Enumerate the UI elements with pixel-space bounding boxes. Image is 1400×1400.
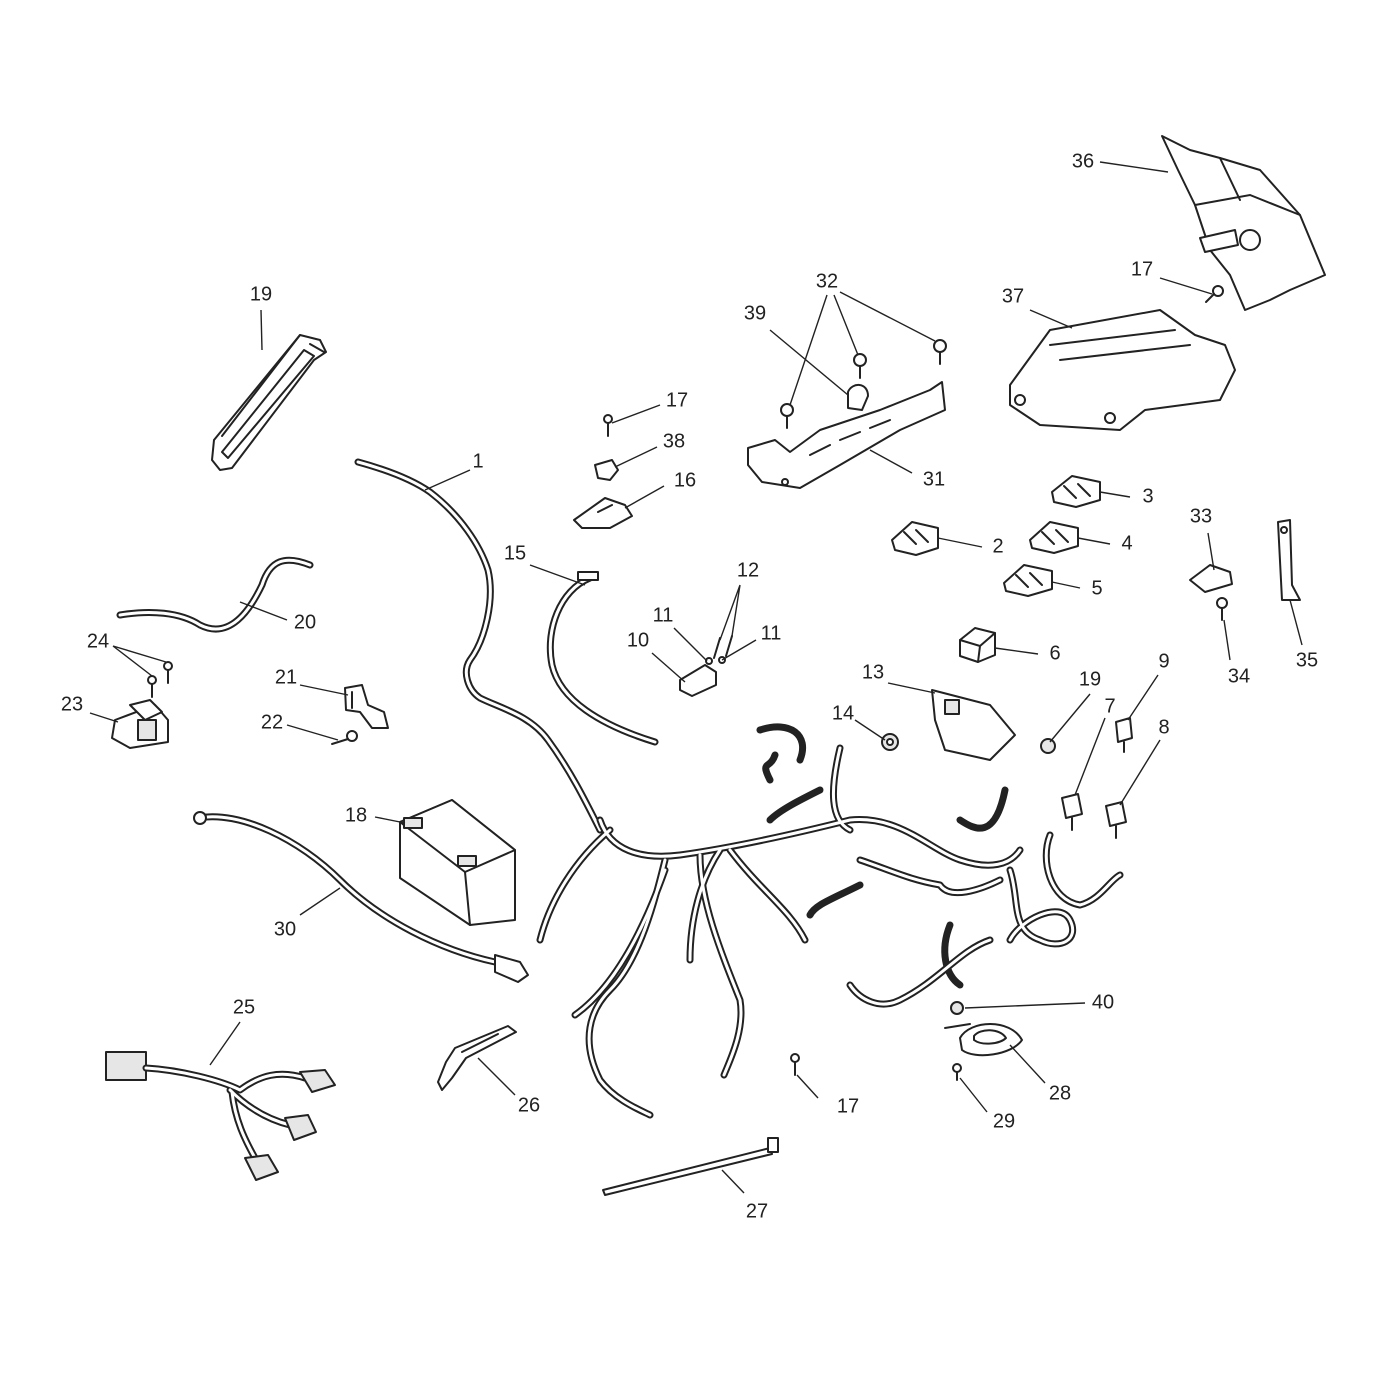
part-switch-23 — [111, 699, 169, 749]
callout-23: 23 — [61, 693, 83, 715]
callout-14: 14 — [832, 702, 854, 724]
part-screw-22 — [331, 730, 358, 745]
part-bracket-33 — [1189, 564, 1233, 593]
callout-24: 24 — [87, 630, 109, 652]
leader-lines — [89, 161, 1303, 1194]
part-grommet-14 — [881, 733, 899, 751]
part-wire-15 — [546, 571, 659, 746]
callout-12: 12 — [737, 559, 759, 581]
part-plug-8 — [1105, 801, 1127, 839]
part-fusebox-13 — [931, 689, 1016, 761]
callout-31: 31 — [923, 468, 945, 490]
callout-9: 9 — [1158, 650, 1169, 672]
callout-19a: 19 — [250, 283, 272, 305]
callout-36: 36 — [1072, 150, 1094, 172]
callout-7: 7 — [1104, 695, 1115, 717]
part-clip-26 — [437, 1025, 517, 1091]
callout-33: 33 — [1190, 505, 1212, 527]
part-subharness-25 — [105, 1051, 336, 1181]
callout-13: 13 — [862, 661, 884, 683]
callout-32: 32 — [816, 270, 838, 292]
part-screw-34 — [1216, 597, 1228, 621]
part-strap-loop — [211, 334, 327, 471]
callout-38: 38 — [663, 430, 685, 452]
part-strip-35 — [1277, 519, 1301, 601]
part-wiring-branch-1 — [354, 458, 604, 834]
callout-19b: 19 — [1079, 668, 1101, 690]
callout-34: 34 — [1228, 665, 1250, 687]
part-screw-17a — [603, 414, 613, 437]
callout-18: 18 — [345, 804, 367, 826]
callout-5: 5 — [1091, 577, 1102, 599]
callout-1: 1 — [472, 450, 483, 472]
part-cover-37 — [1009, 309, 1236, 431]
part-screw-17c — [790, 1053, 800, 1076]
callout-3: 3 — [1142, 485, 1153, 507]
callout-11a: 11 — [653, 604, 674, 626]
part-bracket-36 — [1161, 135, 1326, 311]
callout-21: 21 — [275, 666, 297, 688]
callout-4: 4 — [1121, 532, 1132, 554]
part-clamp-39 — [847, 384, 869, 411]
part-relay-6 — [959, 627, 996, 663]
part-main-harness — [536, 723, 1124, 1119]
part-grommet-19 — [1040, 738, 1056, 754]
part-plug-7 — [1061, 793, 1083, 831]
callout-20: 20 — [294, 611, 316, 633]
part-battery-18 — [399, 799, 516, 926]
callout-6: 6 — [1049, 642, 1060, 664]
callout-17c: 17 — [837, 1095, 859, 1117]
part-fuse-2 — [891, 521, 939, 556]
callout-17b: 17 — [1131, 258, 1153, 280]
part-screws-32 — [780, 339, 947, 429]
callout-11b: 11 — [761, 622, 782, 644]
callout-28: 28 — [1049, 1082, 1071, 1104]
callout-10: 10 — [627, 629, 649, 651]
part-screw-29 — [952, 1063, 962, 1081]
part-cable-30 — [193, 811, 529, 983]
callout-17a: 17 — [666, 389, 688, 411]
callout-16: 16 — [674, 469, 696, 491]
callout-26: 26 — [518, 1094, 540, 1116]
part-nut-40 — [950, 1001, 964, 1015]
part-plate-31 — [747, 381, 946, 489]
callout-37: 37 — [1002, 285, 1024, 307]
callout-39: 39 — [744, 302, 766, 324]
callout-27: 27 — [746, 1200, 768, 1222]
callout-35: 35 — [1296, 649, 1318, 671]
part-sensor-10 — [679, 664, 717, 697]
part-screws-12 — [705, 635, 733, 665]
part-cable-tie-27 — [602, 1137, 779, 1196]
callout-40: 40 — [1092, 991, 1114, 1013]
callout-2: 2 — [992, 535, 1003, 557]
part-horn-28 — [944, 1023, 1023, 1057]
part-wire-20 — [116, 556, 314, 633]
callout-labels: 1 2 3 4 5 6 7 8 9 10 11 11 12 13 14 15 1… — [61, 150, 1318, 1222]
callout-22: 22 — [261, 711, 283, 733]
part-plug-9 — [1115, 717, 1133, 753]
part-fuse-4 — [1029, 521, 1079, 554]
part-screw-17b — [1205, 285, 1224, 303]
callout-30: 30 — [274, 918, 296, 940]
callout-29: 29 — [993, 1110, 1015, 1132]
callout-25: 25 — [233, 996, 255, 1018]
callout-8: 8 — [1158, 716, 1169, 738]
part-grommet-38 — [594, 459, 619, 481]
callout-15: 15 — [504, 542, 526, 564]
part-screws-24 — [147, 661, 173, 698]
part-holder-16 — [573, 497, 633, 529]
part-fuse-3 — [1051, 475, 1101, 508]
part-fuse-5 — [1003, 564, 1053, 597]
part-bracket-21 — [344, 684, 389, 729]
